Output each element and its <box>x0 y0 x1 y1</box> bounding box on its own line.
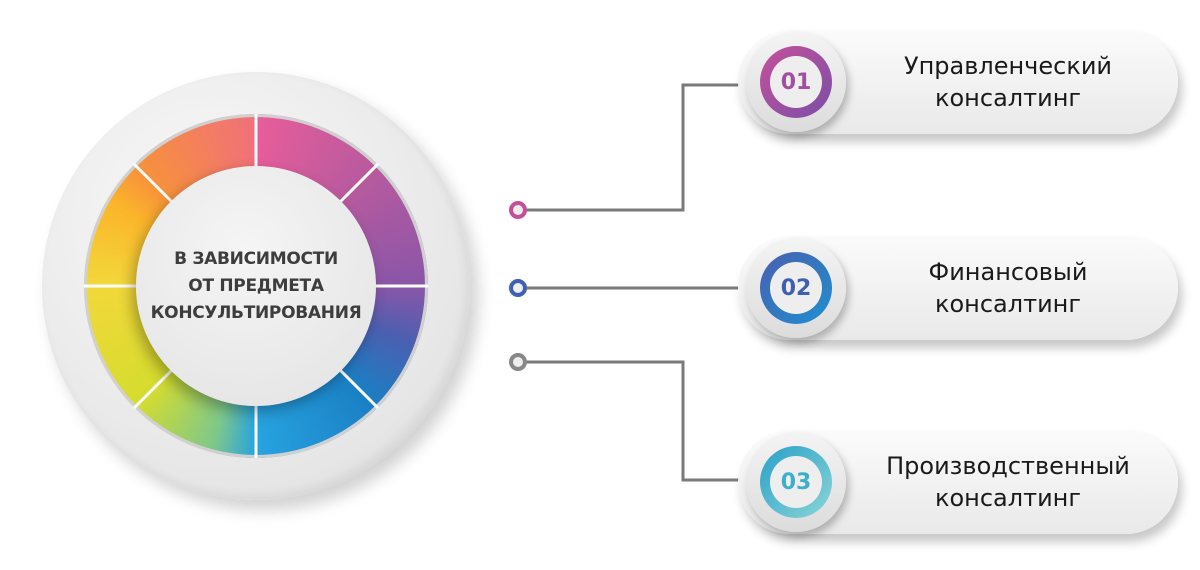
center-circle: В ЗАВИСИМОСТИ ОТ ПРЕДМЕТА КОНСУЛЬТИРОВАН… <box>136 166 376 406</box>
center-title-line: В ЗАВИСИМОСТИ <box>174 248 338 269</box>
number-badge: 02 <box>746 238 846 338</box>
item-number: 03 <box>770 456 822 508</box>
connector-3 <box>524 360 745 482</box>
connector-1 <box>524 83 745 212</box>
connector-dot-1 <box>509 201 527 219</box>
item-number: 02 <box>770 262 822 314</box>
center-title: В ЗАВИСИМОСТИ ОТ ПРЕДМЕТА КОНСУЛЬТИРОВАН… <box>151 246 362 327</box>
item-number: 01 <box>770 56 822 108</box>
connector-dot-2 <box>509 279 527 297</box>
ring-dividers <box>84 114 428 458</box>
center-title-line: ОТ ПРЕДМЕТА <box>188 275 324 296</box>
number-badge: 01 <box>746 32 846 132</box>
connector-dot-3 <box>509 353 527 371</box>
center-title-line: КОНСУЛЬТИРОВАНИЯ <box>150 302 362 323</box>
number-badge: 03 <box>746 432 846 532</box>
